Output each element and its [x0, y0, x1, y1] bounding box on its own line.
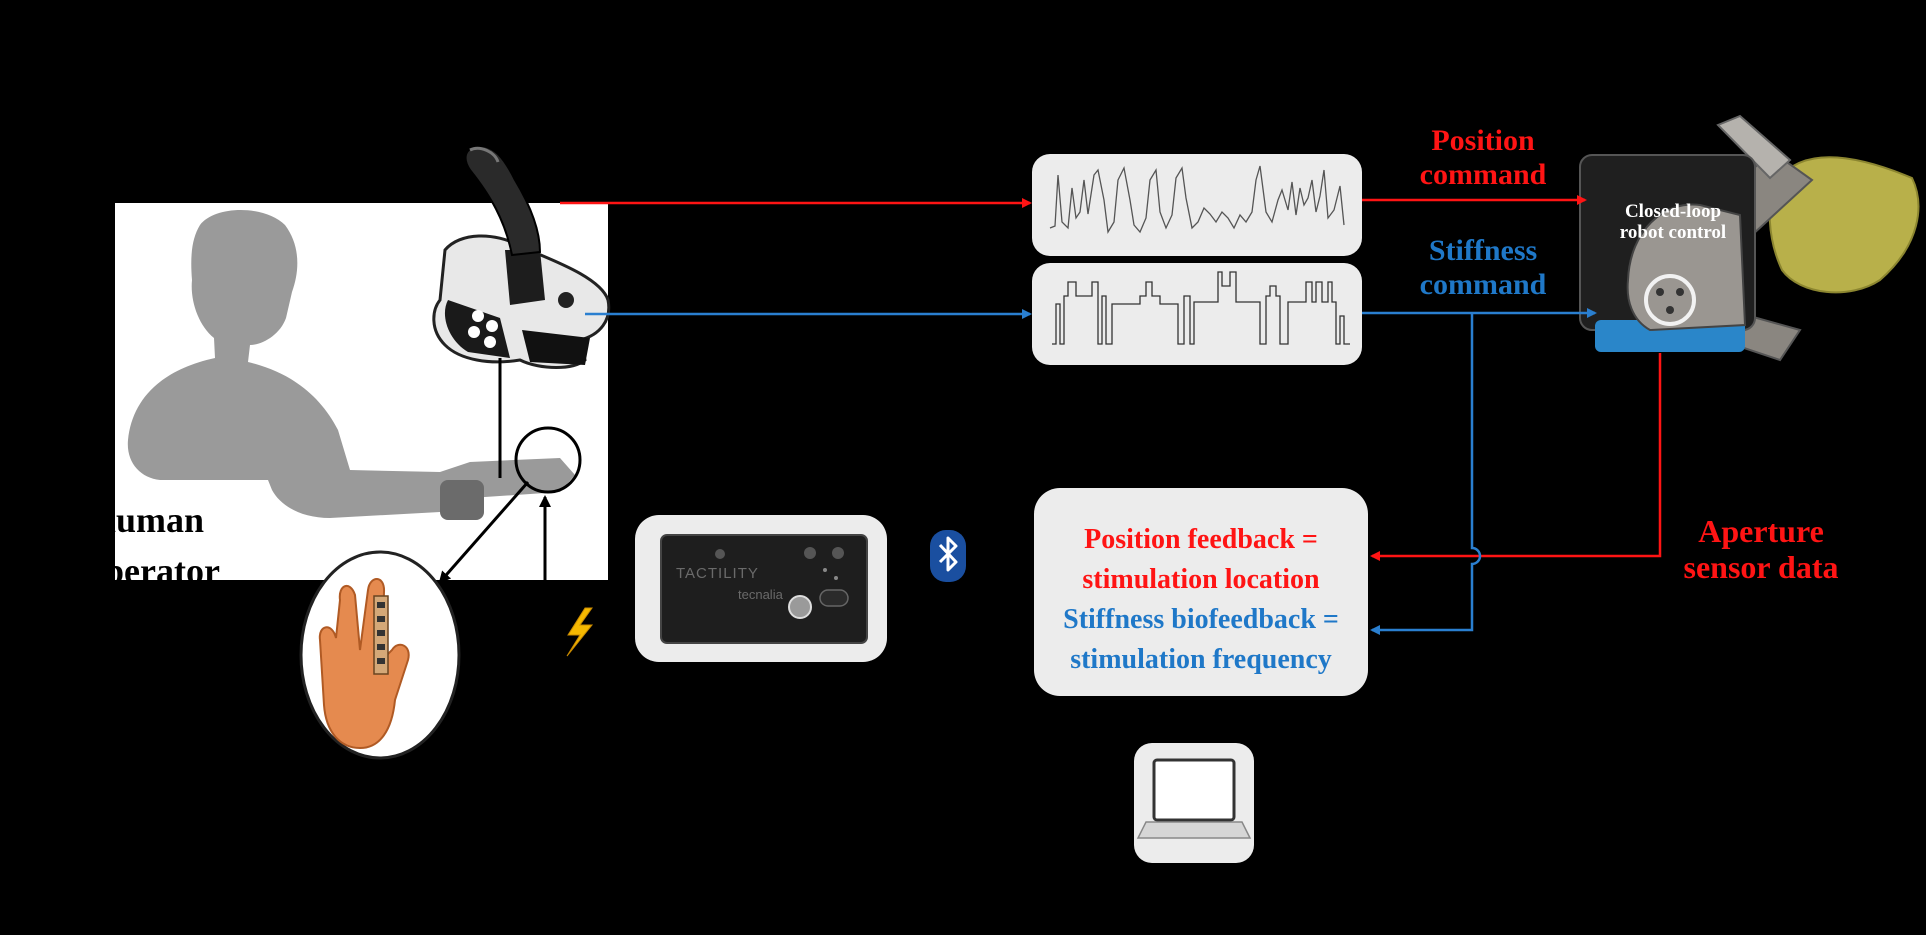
human-operator-label: luman: [106, 500, 205, 540]
laptop-icon: [1134, 743, 1254, 863]
aperture-feedback-arrow: [1370, 353, 1662, 561]
tactility-device: [635, 515, 887, 662]
joystick-icon: [432, 144, 611, 369]
hand-icon: [299, 550, 461, 760]
feedback-text: Position feedback = stimulation location…: [1063, 524, 1339, 675]
stiffness-feedback-arrow: [1370, 313, 1482, 635]
robot-control-label: Closed-loop robot control: [1619, 201, 1727, 244]
feedback-panel: [1034, 488, 1368, 696]
gripper-robot-icon: [1579, 114, 1920, 362]
hand-highlight-circle: [514, 426, 582, 494]
lightning-icon: [566, 607, 594, 657]
human-operator-label-cut: perator: [104, 551, 220, 580]
zoom-arrow: [438, 481, 530, 584]
position-command-label: Position command: [1419, 124, 1547, 191]
position-signal-trace: [1049, 165, 1345, 234]
stiffness-command-label: Stiffness command: [1419, 234, 1547, 301]
stiffness-signal-trace: [1052, 271, 1350, 345]
wristband: [440, 480, 484, 520]
stiffness-signal-panel: [1032, 263, 1362, 365]
aperture-sensor-label: Aperture sensor data: [1683, 513, 1839, 585]
position-signal-panel: [1032, 154, 1362, 256]
device-brand-label: TACTILITY: [676, 565, 759, 582]
device-maker-label: tecnalia: [738, 587, 783, 602]
human-silhouette-icon: [127, 210, 575, 518]
bluetooth-icon: [930, 530, 966, 582]
